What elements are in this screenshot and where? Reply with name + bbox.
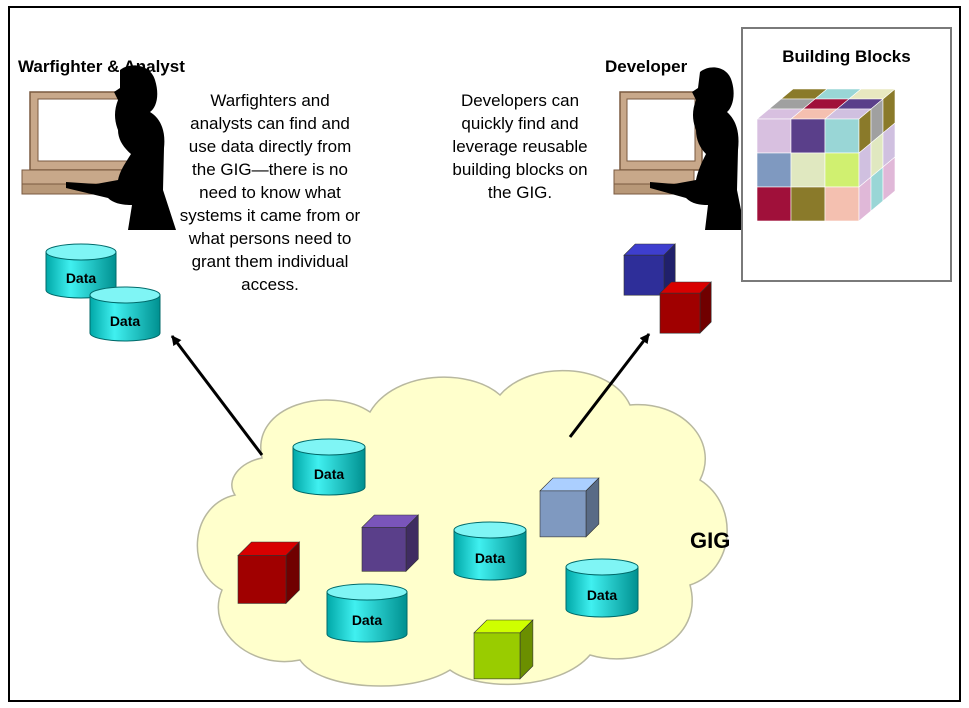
warfighter-description-line: systems it came from or (179, 206, 361, 225)
data-cylinder-icon: Data (45, 243, 117, 299)
warfighter-person-icon (66, 65, 176, 230)
green-cube-icon (473, 619, 534, 680)
warfighter-description-line: analysts can find and (190, 114, 350, 133)
data-cylinder-icon: Data (326, 583, 408, 643)
developer-description-line: leverage reusable (452, 137, 588, 156)
data-cylinder-icon: Data (453, 521, 527, 581)
data-cylinder-icon: Data (292, 438, 366, 496)
developer-computer-icon (613, 91, 703, 195)
data-cylinder-label: Data (314, 466, 345, 482)
developer-description-line: quickly find and (461, 114, 579, 133)
warfighter-description: Warfighters and analysts can find and use … (160, 89, 380, 296)
data-cylinder-label: Data (66, 270, 97, 286)
warfighter-description-line: Warfighters and (210, 91, 330, 110)
data-cylinder-icon: Data (565, 558, 639, 618)
developer-description: Developers can quickly find and leverage r… (420, 89, 620, 204)
warfighter-description-line: need to know what (199, 183, 341, 202)
red-cube-icon (659, 281, 712, 334)
arrow-to-developer (568, 333, 651, 438)
data-cylinder-label: Data (587, 587, 618, 603)
arrow-to-warfighter (170, 335, 264, 456)
warfighter-description-line: what persons need to (188, 229, 352, 248)
developer-description-line: building blocks on (452, 160, 588, 179)
gig-label: GIG (690, 528, 731, 553)
data-cylinder-label: Data (475, 550, 506, 566)
purple-cube-icon (361, 514, 420, 573)
developer-description-line: Developers can (460, 91, 580, 110)
data-cylinder-icon: Data (89, 286, 161, 342)
building-blocks-title: Building Blocks (782, 47, 911, 66)
red-cube-icon (237, 541, 301, 605)
warfighter-description-line: grant them individual (191, 252, 349, 271)
warfighter-description-line: access. (241, 275, 299, 294)
warfighter-description-line: use data directly from (188, 137, 352, 156)
diagram-frame (8, 6, 961, 702)
developer-person-icon (650, 67, 745, 230)
steel-blue-cube-icon (539, 477, 600, 538)
warfighter-title: Warfighter & Analyst (18, 57, 185, 76)
rubiks-cube-icon (756, 88, 896, 222)
data-cylinder-label: Data (352, 612, 383, 628)
developer-title: Developer (605, 57, 688, 76)
warfighter-description-line: the GIG—there is no (192, 160, 348, 179)
building-blocks-panel: Building Blocks (741, 27, 952, 282)
developer-description-line: the GIG. (487, 183, 553, 202)
data-cylinder-label: Data (110, 313, 141, 329)
